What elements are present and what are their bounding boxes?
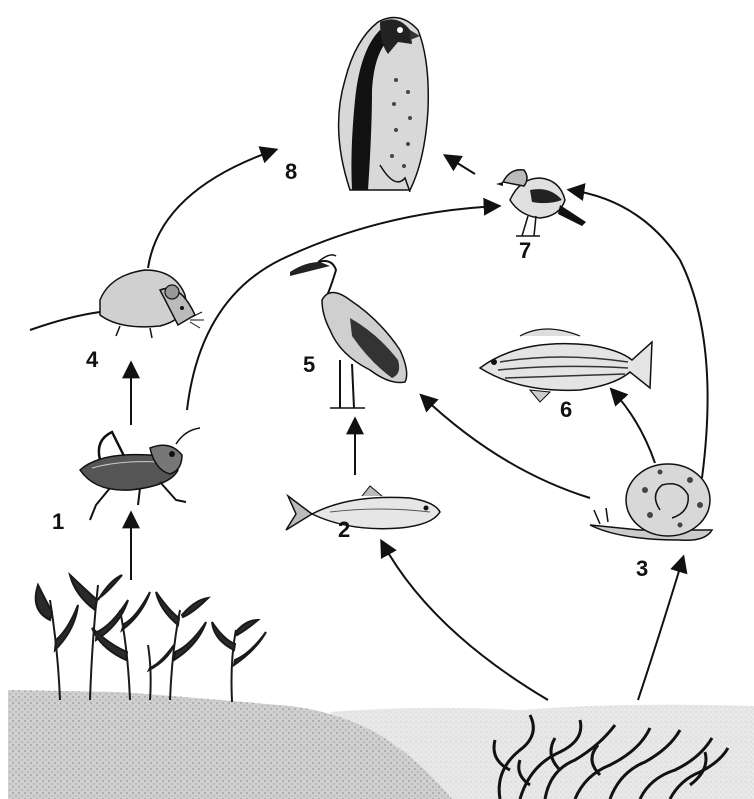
heron-icon xyxy=(290,255,407,408)
label-6: 6 xyxy=(560,399,572,421)
arrow-3-to-6 xyxy=(612,390,655,463)
arrow-4-to-8 xyxy=(148,150,275,268)
arrow-3-to-7 xyxy=(570,190,708,478)
arrow-seaweed-to-2 xyxy=(382,542,548,700)
label-2: 2 xyxy=(338,519,350,541)
label-1: 1 xyxy=(52,511,64,533)
sparrow-icon xyxy=(496,170,586,236)
grasshopper-icon xyxy=(80,428,200,520)
small-fish-icon xyxy=(286,486,440,530)
grass-plant-icon xyxy=(36,575,266,702)
label-7: 7 xyxy=(519,240,531,262)
striped-bass-icon xyxy=(480,329,652,402)
falcon-icon xyxy=(339,18,429,193)
snail-icon xyxy=(590,464,712,540)
food-web-arrows xyxy=(131,150,708,700)
label-4: 4 xyxy=(86,349,98,371)
mouse-icon xyxy=(30,270,204,338)
label-3: 3 xyxy=(636,558,648,580)
arrow-7-to-8 xyxy=(446,156,475,174)
label-5: 5 xyxy=(303,354,315,376)
label-8: 8 xyxy=(285,161,297,183)
land-ground xyxy=(8,690,452,799)
